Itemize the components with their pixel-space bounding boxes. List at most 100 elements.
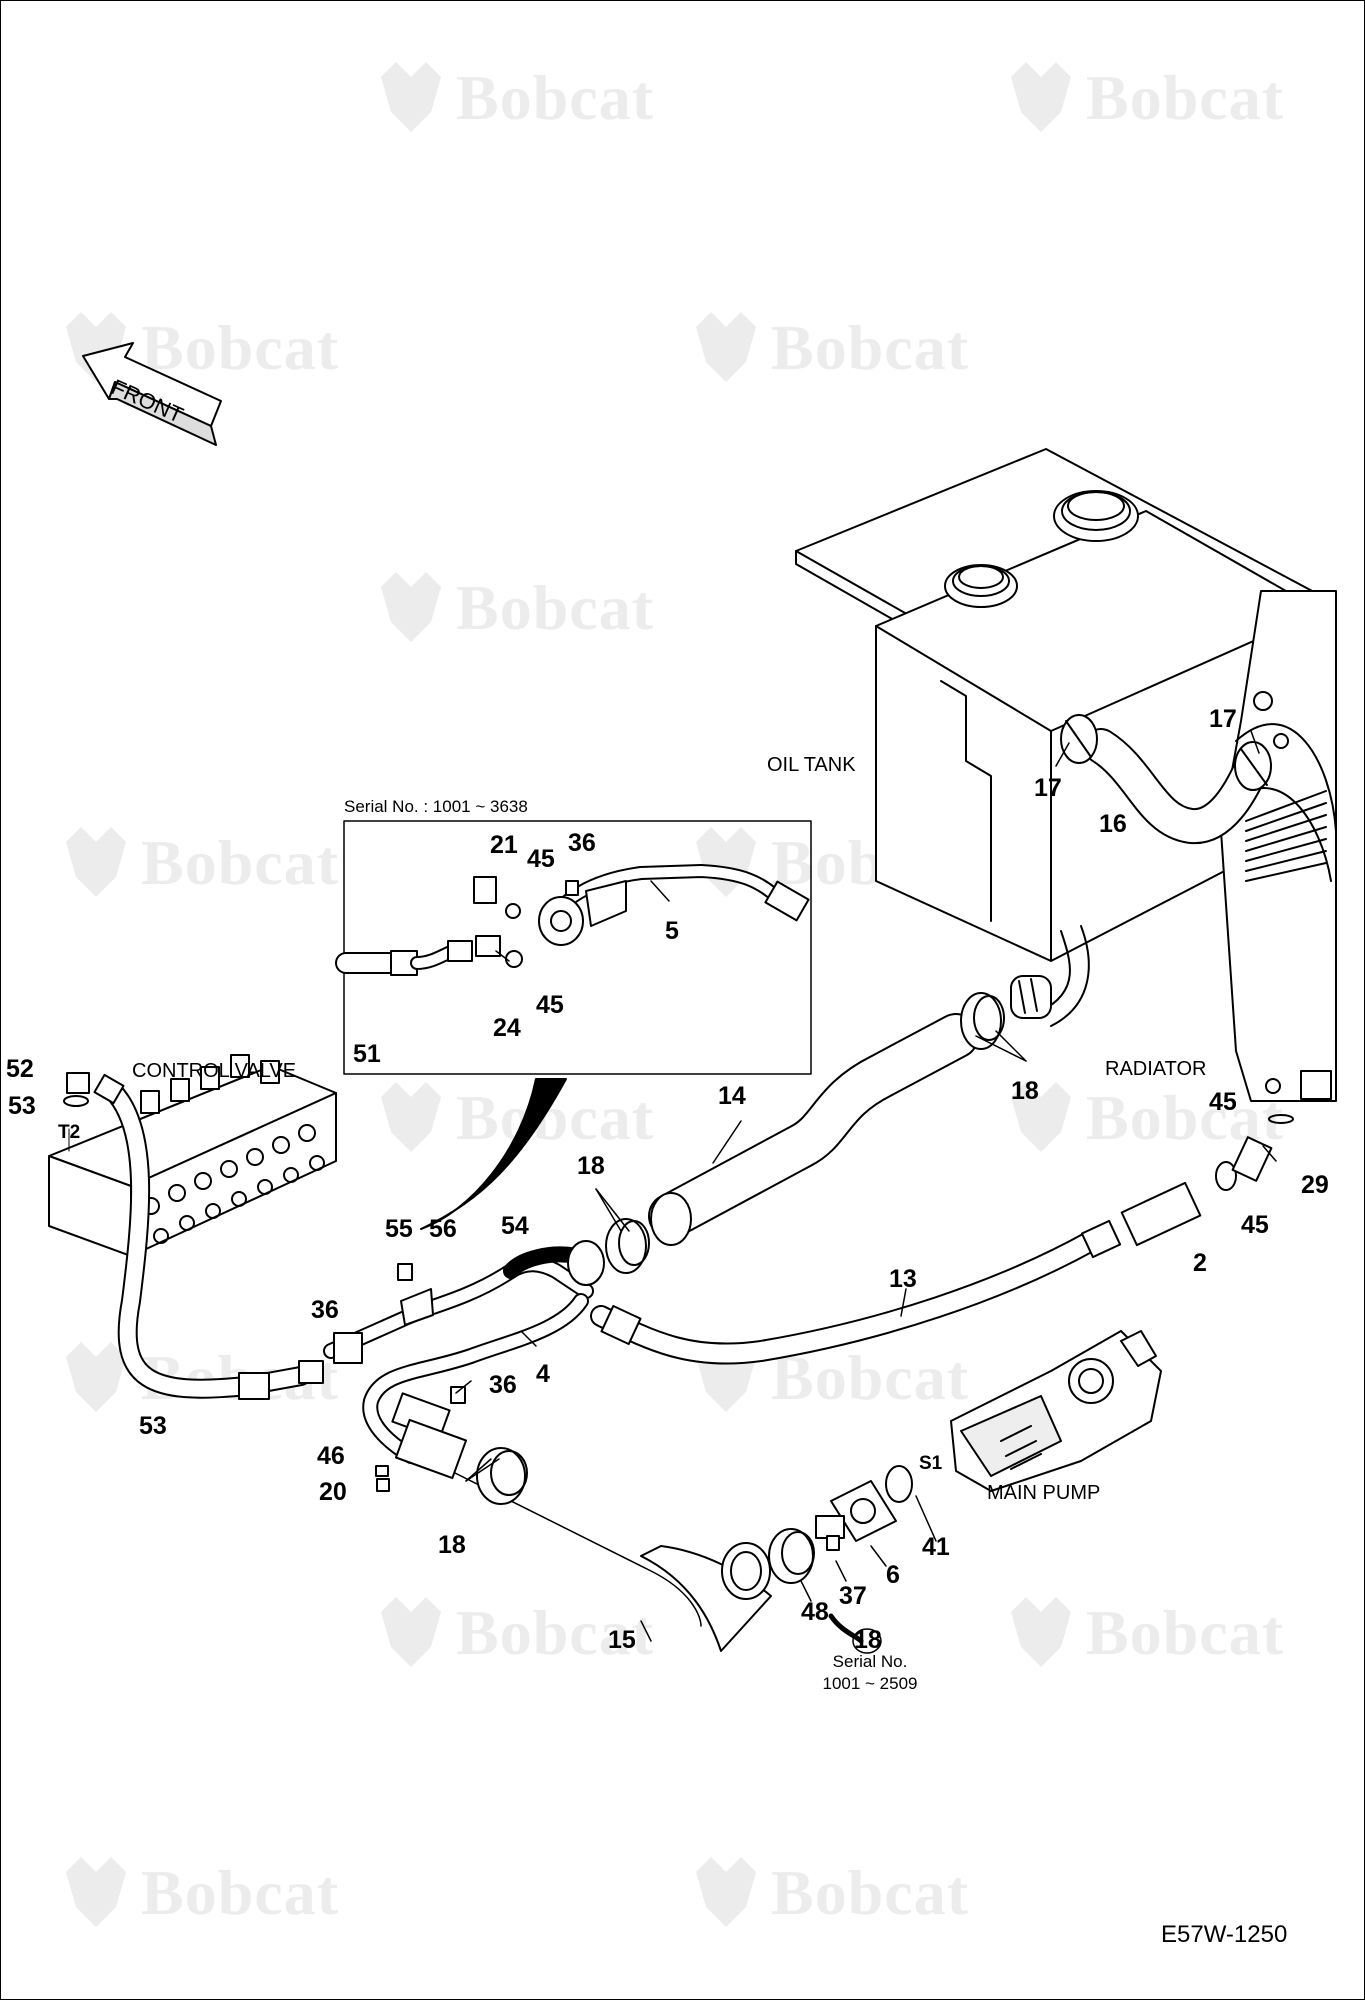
- control-valve: [48, 1054, 337, 1257]
- bobcat-logo-watermark: [1011, 62, 1071, 132]
- hose-14: [648, 1013, 979, 1246]
- callout-4: 4: [536, 1360, 550, 1388]
- callout-18: 18: [1011, 1077, 1039, 1105]
- bobcat-watermark-text: Bobcat: [1086, 62, 1284, 133]
- fitting-52: [66, 1072, 90, 1094]
- callout-52: 52: [6, 1055, 34, 1083]
- callout-41: 41: [922, 1533, 950, 1561]
- callout-45: 45: [536, 991, 564, 1019]
- callout-2: 2: [1193, 1249, 1207, 1277]
- serial-note-line-1: Serial No.: [832, 1652, 908, 1671]
- serial-arrow: [828, 1613, 864, 1644]
- bobcat-watermark-text: Bobcat: [456, 572, 654, 643]
- bobcat-watermark-text: Bobcat: [141, 312, 339, 383]
- inset-box: [343, 820, 812, 1075]
- callout-16: 16: [1099, 810, 1127, 838]
- bolt-36-c: [450, 1386, 466, 1404]
- callout-45: 45: [1241, 1211, 1269, 1239]
- radiator-fan-grille: [1245, 790, 1327, 882]
- callout-54: 54: [501, 1212, 529, 1240]
- inset-fitting-21: [473, 876, 497, 904]
- flange-6: [815, 1480, 897, 1551]
- bobcat-watermark-text: Bobcat: [771, 312, 969, 383]
- inset-oring-45: [505, 903, 521, 919]
- hose-16: [1060, 714, 1272, 844]
- leader-lines: [455, 730, 1277, 1642]
- callout-56: 56: [429, 1215, 457, 1243]
- callout-17: 17: [1209, 705, 1237, 733]
- clamp-48: [768, 1528, 815, 1584]
- bobcat-watermark-text: Bobcat: [456, 1597, 654, 1668]
- clamp-18-a: [567, 1218, 650, 1286]
- callout-15: 15: [608, 1626, 636, 1654]
- pipe-54: [323, 1246, 594, 1364]
- radiator-label: RADIATOR: [1105, 1058, 1207, 1080]
- bobcat-logo-watermark: [1011, 1082, 1071, 1152]
- callout-46: 46: [317, 1442, 345, 1470]
- inset-hose-51: [335, 935, 523, 976]
- callout-6: 6: [886, 1561, 900, 1589]
- radiator: [1220, 590, 1337, 1102]
- pipe-4: [362, 1293, 589, 1492]
- serial-ring: [852, 1628, 882, 1654]
- main-pump: [950, 1330, 1162, 1492]
- inset-bolt-36: [565, 880, 579, 896]
- callout-13: 13: [889, 1265, 917, 1293]
- diagram-code: E57W-1250: [1161, 1921, 1288, 1948]
- callout-24: 24: [493, 1014, 521, 1042]
- adapter-2: [1120, 1181, 1202, 1247]
- bobcat-logo-watermark: [1011, 1597, 1071, 1667]
- callout-18: 18: [577, 1152, 605, 1180]
- port-t2-label: T2: [58, 1122, 81, 1143]
- bobcat-logo-watermark: [381, 1597, 441, 1667]
- callout-53: 53: [8, 1092, 36, 1120]
- hose-15: [430, 1460, 772, 1652]
- bobcat-watermark-text: Bobcat: [771, 1857, 969, 1928]
- callout-37: 37: [839, 1582, 867, 1610]
- inset-oring-45-b: [505, 950, 523, 968]
- oring-41: [885, 1465, 913, 1503]
- bobcat-logo-watermark: [696, 1857, 756, 1927]
- oring-53: [63, 1095, 89, 1107]
- bobcat-logo-watermark: [381, 1082, 441, 1152]
- bobcat-watermark-text: Bobcat: [141, 827, 339, 898]
- washer-46: [375, 1465, 389, 1477]
- callout-17: 17: [1034, 774, 1062, 802]
- callout-53: 53: [139, 1412, 167, 1440]
- callout-29: 29: [1301, 1171, 1329, 1199]
- fitting-55: [397, 1263, 413, 1281]
- hose-13: [590, 1114, 1294, 1365]
- control-valve-label: CONTROL VALVE: [132, 1060, 297, 1082]
- callout-18: 18: [438, 1531, 466, 1559]
- plug-20: [376, 1478, 390, 1492]
- inset-pipe-5: [473, 864, 810, 946]
- elbow-29: [1231, 1136, 1273, 1182]
- callout-21: 21: [490, 831, 518, 859]
- callout-36: 36: [311, 1296, 339, 1324]
- callout-48: 48: [801, 1598, 829, 1626]
- bobcat-logo-watermark: [381, 572, 441, 642]
- serial-note-line-2: 1001 ~ 2509: [822, 1674, 918, 1693]
- front-arrow-icon: [82, 342, 222, 446]
- callout-45: 45: [1209, 1088, 1237, 1116]
- callout-55: 55: [385, 1215, 413, 1243]
- bobcat-watermark-text: Bobcat: [456, 62, 654, 133]
- port-s1-label: S1: [919, 1453, 943, 1474]
- bobcat-watermark-text: Bobcat: [1086, 1597, 1284, 1668]
- bobcat-logo-watermark: [66, 827, 126, 897]
- inset-fitting-24: [475, 935, 501, 957]
- callout-45: 45: [527, 845, 555, 873]
- callout-5: 5: [665, 917, 679, 945]
- clamp-18-c: [394, 1418, 528, 1505]
- control-valve-spools: [140, 1054, 325, 1244]
- callout-20: 20: [319, 1478, 347, 1506]
- clamp-18-b: [960, 992, 1005, 1050]
- callout-51: 51: [353, 1040, 381, 1068]
- callout-36: 36: [489, 1371, 517, 1399]
- main-pump-label: MAIN PUMP: [987, 1482, 1101, 1504]
- inset-title: Serial No. : 1001 ~ 3638: [344, 797, 528, 816]
- bobcat-logo-watermark: [66, 1342, 126, 1412]
- bolt-37: [826, 1535, 840, 1551]
